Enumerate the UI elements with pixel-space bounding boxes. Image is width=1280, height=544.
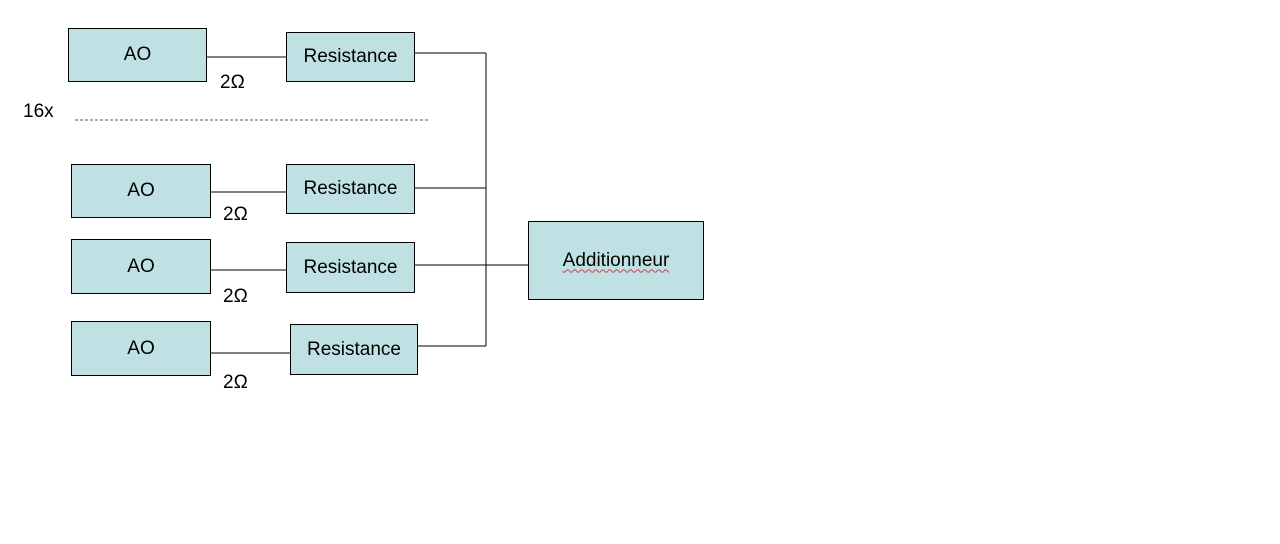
resistance-box-4: Resistance <box>290 324 418 375</box>
resistance-value-3: 2Ω <box>223 286 248 307</box>
resistance-label-2: Resistance <box>303 178 398 199</box>
additionneur-label: Additionneur <box>562 249 670 271</box>
resistance-label-4: Resistance <box>307 338 401 360</box>
resistance-value-1: 2Ω <box>220 72 245 93</box>
resistance-label-1: Resistance <box>303 46 398 67</box>
resistance-box-3: Resistance <box>286 242 415 293</box>
resistance-box-1: Resistance <box>286 32 415 82</box>
resistance-value-4: 2Ω <box>223 372 248 393</box>
resistance-box-2: Resistance <box>286 164 415 214</box>
ao-label-2: AO <box>127 180 155 201</box>
ao-label-3: AO <box>127 255 155 277</box>
ao-box-3: AO <box>71 239 211 294</box>
resistance-label-3: Resistance <box>303 256 398 278</box>
resistance-value-2: 2Ω <box>223 204 248 225</box>
multiplier-label: 16x <box>23 101 54 122</box>
additionneur-box: Additionneur <box>528 221 704 300</box>
ao-label-1: AO <box>123 44 152 65</box>
ao-box-1: AO <box>68 28 207 82</box>
ao-box-2: AO <box>71 164 211 218</box>
ao-box-4: AO <box>71 321 211 376</box>
ao-label-4: AO <box>127 337 155 359</box>
